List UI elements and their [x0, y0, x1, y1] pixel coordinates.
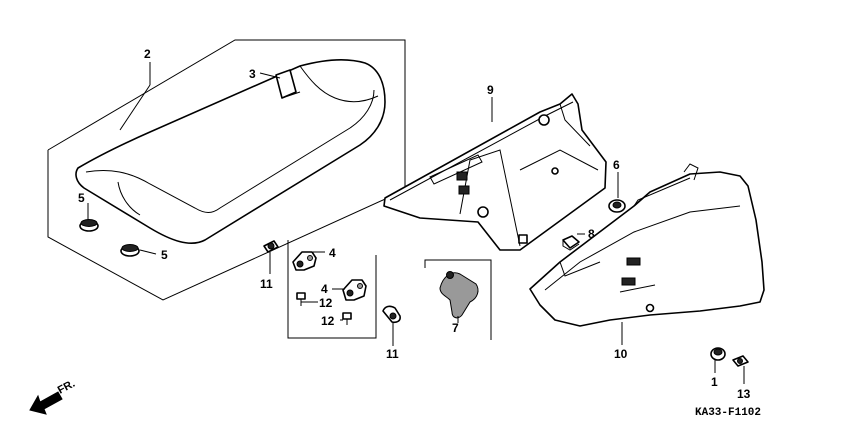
leader-lines [87, 62, 745, 384]
screw-a [296, 292, 306, 306]
stay-group-frame [287, 240, 377, 339]
bolt-lower [382, 305, 401, 324]
callout-bolt-lower: 11 [386, 347, 399, 361]
screw-right [732, 355, 749, 367]
callout-grommet: 6 [613, 158, 620, 172]
callout-seat: 2 [144, 47, 151, 61]
screw-b [342, 312, 352, 325]
direction-label: FR. [56, 378, 77, 397]
seat-cushion-b [120, 244, 140, 257]
bracket-group-frame [424, 259, 492, 340]
callout-seat-cushion-b: 5 [161, 248, 168, 262]
callouts: 2 3 5 5 4 4 11 12 12 11 7 9 6 8 10 1 13 [78, 47, 751, 401]
callout-screw-a: 12 [319, 296, 333, 310]
side-cover-left [383, 93, 607, 251]
seat-tag [275, 69, 301, 99]
bracket [439, 271, 479, 319]
grommet [608, 199, 626, 213]
collar [710, 347, 726, 361]
side-cover-right [529, 163, 765, 327]
callout-bracket: 7 [452, 321, 459, 335]
stay-upper [292, 251, 317, 271]
callout-side-cover-left: 9 [487, 83, 494, 97]
callout-screw-right: 13 [737, 387, 751, 401]
callout-stay-lower: 4 [321, 282, 328, 296]
seat-cushion-a [79, 219, 99, 232]
stay-lower [342, 279, 367, 301]
callout-side-cover-right: 10 [614, 347, 628, 361]
callout-screw-b: 12 [321, 314, 335, 328]
clip [562, 235, 580, 251]
callout-stay-upper: 4 [329, 246, 336, 260]
drawing-code: KA33-F1102 [695, 407, 761, 419]
callout-bolt-upper: 11 [260, 277, 273, 291]
callout-seat-cushion-a: 5 [78, 191, 85, 205]
bolt-upper [263, 240, 279, 253]
callout-collar: 1 [711, 375, 718, 389]
front-arrow-icon [29, 391, 63, 415]
callout-seat-tag: 3 [249, 67, 256, 81]
callout-clip: 8 [588, 227, 595, 241]
direction-indicator: FR. [29, 378, 77, 415]
seat [75, 58, 386, 244]
